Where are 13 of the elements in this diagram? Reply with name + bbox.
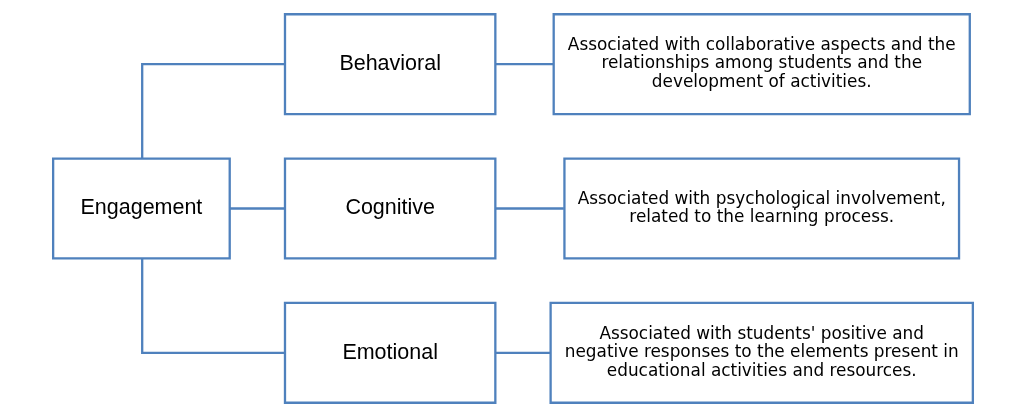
node-box: Associated with collaborative aspects and the relationships among students and the development of activities. (552, 13, 971, 116)
connector (495, 63, 553, 66)
connector (229, 207, 285, 210)
node-box: Associated with students' positive and negative responses to the elements present in educational activities and resources. (548, 301, 974, 404)
node-box: Emotional (283, 301, 496, 404)
node-box: Cognitive (283, 157, 496, 260)
node-box: Engagement (51, 157, 231, 260)
connector (140, 63, 284, 159)
connector (140, 258, 284, 354)
node-box: Behavioral (283, 13, 496, 116)
connector (495, 351, 550, 354)
node-box: Associated with psychological involvement, related to the learning process. (562, 157, 960, 260)
connector (495, 207, 564, 210)
